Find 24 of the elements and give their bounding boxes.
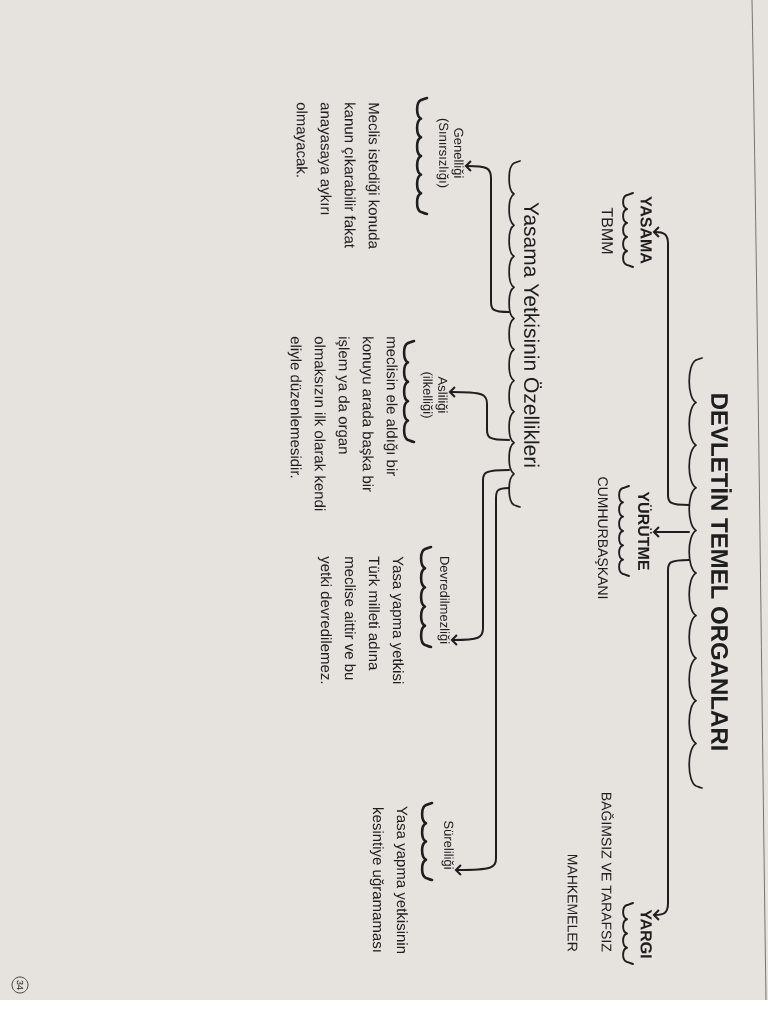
arrow [454,487,510,876]
arrow [464,160,510,313]
subtitle-text: Yasama Yetkisinin Özellikleri [524,202,542,467]
feature-heading: Asliliği (ilkelliği) [420,372,448,418]
feature-heading: Genelliği (Sınırsızlığı) [436,118,464,188]
description-text: Yasa yapma yetkisi Türk milleti adına meclise aittir ve bu yetki devredilemez. [317,556,404,684]
heading-text: YÜRÜTME [638,491,652,570]
heading-text: YARGI [640,909,652,958]
arrow [652,559,690,921]
description-text: Meclis istediği konuda kanun çıkarabilir fakat anayasaya aykırı olmayacak. [293,102,380,249]
title-text: DEVLETİN TEMEL ORGANLARI [711,394,732,750]
arrow [652,226,690,506]
heading-text: YASAMA [640,196,652,264]
arrow [652,526,690,538]
description-text: meclisin ele aldığı bir konuyu arada başka bir işlem ya da organ olmaksızın ilk olarak kendi eliyle düzenlemesidir. [287,336,398,511]
caption-text: CUMHURBAŞKANI [595,477,608,599]
feature-heading: Süreliliği [441,821,454,869]
caption-text: TBMM [601,207,613,254]
page-number: 34 [11,976,29,994]
arrow [448,386,510,441]
caption-text: BAĞIMSIZ VE TARAFSIZ MAHKEMELER [567,792,614,952]
description-text: Yasa yapma yetkisinin kesintiye uğramaması [369,806,408,954]
feature-heading: Devredilmezliği [437,557,450,644]
arrow [450,469,510,646]
